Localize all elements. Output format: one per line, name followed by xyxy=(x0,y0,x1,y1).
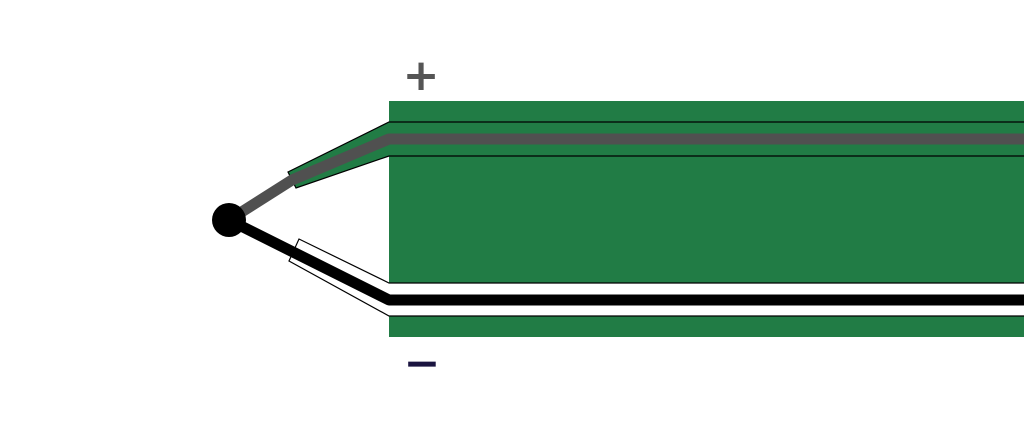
junction-bead xyxy=(212,203,246,237)
negative-conductor xyxy=(226,215,1024,317)
negative-wire xyxy=(226,215,1024,306)
positive-label: + xyxy=(403,50,440,101)
negative-label: − xyxy=(404,338,441,389)
positive-wire xyxy=(226,133,1024,225)
positive-conductor xyxy=(226,121,1024,225)
